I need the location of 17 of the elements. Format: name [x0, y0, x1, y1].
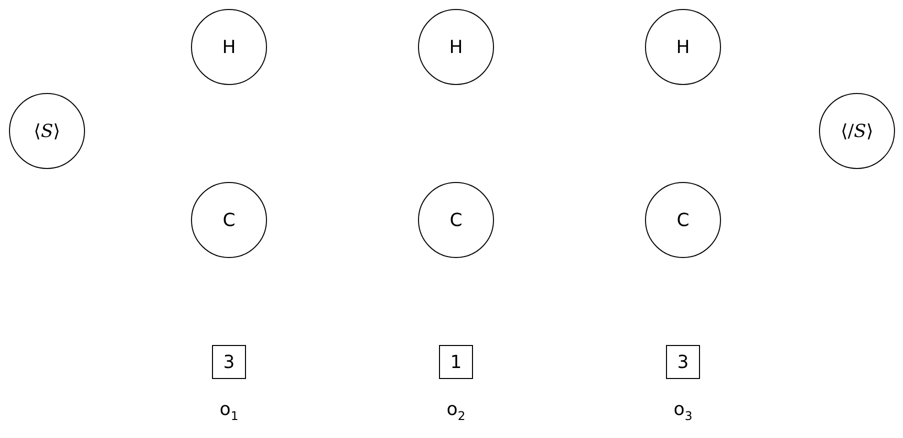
node-label: ⟨/S⟩ [840, 120, 874, 142]
node-label: ⟨S⟩ [34, 120, 60, 142]
node-label: H [676, 36, 690, 58]
node-label: 3 [223, 352, 235, 372]
observation-label: o$_{2}$ [446, 399, 466, 423]
node-label: 3 [677, 352, 689, 372]
node-label: C [450, 210, 462, 230]
node-label: H [449, 36, 463, 58]
observation-label: o$_{1}$ [220, 399, 238, 423]
number-box [439, 345, 473, 379]
node-label: C [222, 210, 236, 230]
node-label: 1 [450, 352, 462, 372]
number-box [666, 345, 700, 379]
node-label: H [222, 36, 236, 58]
number-box [212, 345, 246, 379]
node-label: C [676, 210, 690, 230]
observation-label: o$_{3}$ [674, 399, 692, 423]
